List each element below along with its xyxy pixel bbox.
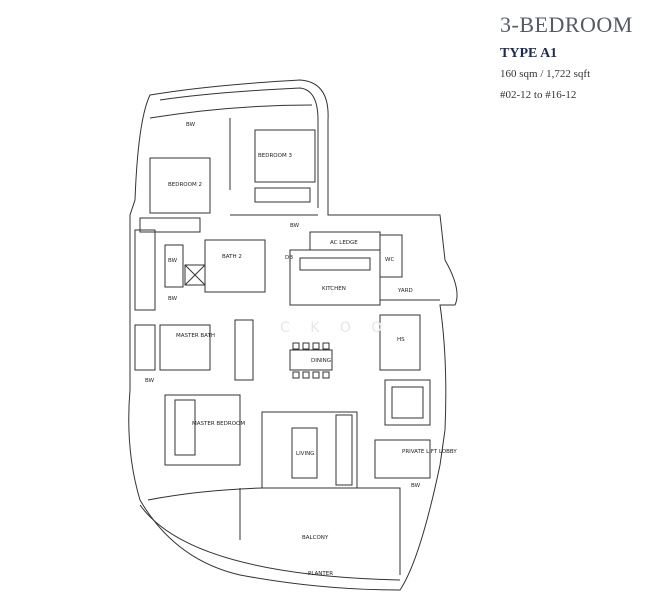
- wc-wall: [379, 234, 403, 278]
- label-planter: PLANTER: [308, 571, 333, 577]
- inner-wall: [159, 87, 319, 208]
- watermark-text: C K O O: [280, 320, 390, 336]
- balcony-edge: [147, 487, 401, 575]
- bay-window-top: [149, 104, 313, 119]
- label-bedroom3: BEDROOM 3: [258, 153, 292, 159]
- master-bath-wall: [159, 324, 211, 371]
- unit-numbers: #02-12 to #16-12: [500, 89, 577, 101]
- label-balcony: BALCONY: [302, 535, 329, 541]
- bedroom2-wardrobe: [139, 217, 201, 233]
- label-living: LIVING: [296, 451, 314, 457]
- shower: [184, 264, 206, 286]
- living-table: [291, 427, 318, 479]
- label-master-bath: MASTER BATH: [176, 333, 215, 339]
- bath2-wall: [204, 239, 266, 293]
- hs-wall: [379, 314, 421, 371]
- label-yard: YARD: [397, 288, 413, 294]
- label-bw-bed3: BW: [290, 223, 300, 229]
- outer-wall: [128, 79, 458, 591]
- label-hs: HS: [397, 337, 405, 343]
- unit-type: TYPE A1: [500, 46, 558, 61]
- label-bw-left1: BW: [168, 258, 178, 264]
- bedroom3-wardrobe: [254, 187, 311, 203]
- lift-lobby-wall: [374, 439, 431, 479]
- label-db: DB: [285, 255, 293, 261]
- label-bw-top: BW: [186, 122, 196, 128]
- unit-title: 3-BEDROOM: [500, 12, 633, 37]
- label-ac-ledge: AC LEDGE: [330, 240, 358, 246]
- label-private-lift-lobby: PRIVATE LIFT LOBBY: [402, 449, 457, 455]
- label-bw-left2: BW: [168, 296, 178, 302]
- sofa: [335, 414, 353, 486]
- bedroom2-wall: [149, 157, 211, 214]
- dining-table: [289, 349, 333, 371]
- label-master-bedroom: MASTER BEDROOM: [192, 421, 245, 427]
- label-wc: WC: [385, 257, 394, 263]
- lift-shaft: [384, 379, 431, 426]
- label-bath2: BATH 2: [222, 254, 242, 260]
- living-wall: [261, 411, 358, 489]
- master-bedroom-wall: [164, 394, 241, 466]
- bedroom3-wall: [254, 129, 316, 183]
- label-kitchen: KITCHEN: [322, 286, 346, 292]
- label-bedroom2: BEDROOM 2: [168, 182, 202, 188]
- label-bw-lobby: BW: [411, 483, 421, 489]
- label-bw-left3: BW: [145, 378, 155, 384]
- unit-area: 160 sqm / 1,722 sqft: [500, 68, 591, 80]
- planter-edge: [139, 504, 401, 581]
- plan-header: 3-BEDROOM TYPE A1 160 sqm / 1,722 sqft #…: [500, 12, 645, 102]
- label-dining: DINING: [311, 358, 331, 364]
